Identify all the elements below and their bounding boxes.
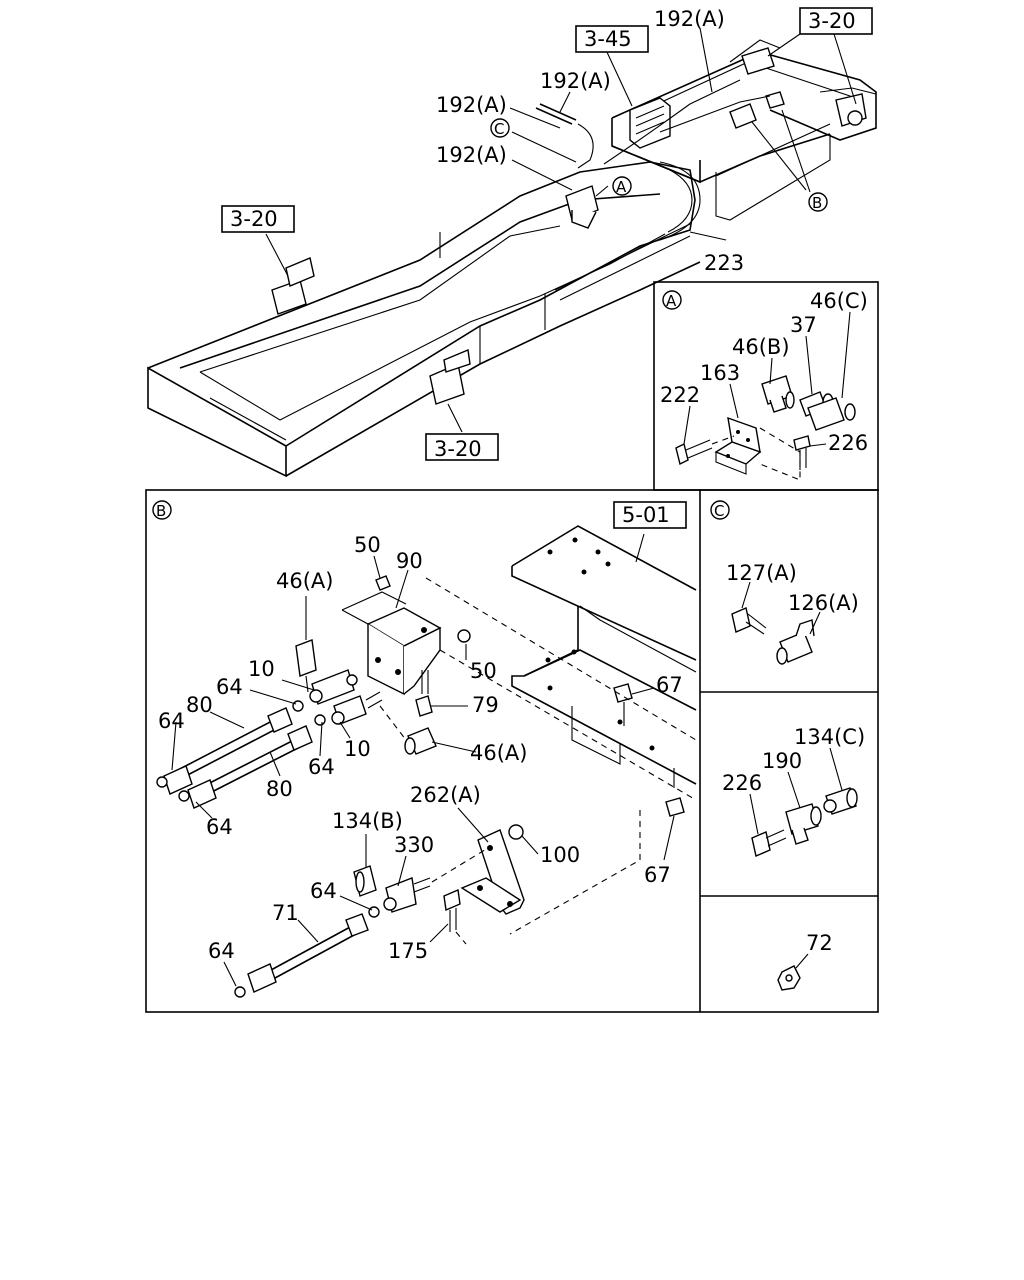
chassis-frame-drawing (147, 39, 877, 478)
overview-leader-lines (265, 27, 857, 433)
detail-e: 72 (777, 931, 833, 991)
label-175: 175 (388, 939, 428, 963)
detail-c-marker: C (714, 502, 724, 520)
label-64-c: 64 (308, 755, 335, 779)
label-64-f: 64 (208, 939, 235, 963)
label-67-top: 67 (656, 673, 683, 697)
callout-223: 223 (704, 251, 744, 275)
label-79: 79 (472, 693, 499, 717)
marker-b: B (812, 194, 822, 212)
label-37: 37 (790, 313, 817, 337)
label-330: 330 (394, 833, 434, 857)
ref-5-01: 5-01 (622, 503, 670, 527)
label-80-a: 80 (186, 693, 213, 717)
label-262a: 262(A) (410, 783, 481, 807)
label-46a-top: 46(A) (276, 569, 333, 593)
label-126a: 126(A) (788, 591, 859, 615)
ref-3-20-bottom: 3-20 (434, 437, 482, 461)
ref-3-20-top: 3-20 (808, 9, 856, 33)
label-90: 90 (396, 549, 423, 573)
label-46a-bottom: 46(A) (470, 741, 527, 765)
label-64-b: 64 (158, 709, 185, 733)
label-226-a: 226 (828, 431, 868, 455)
label-10-top: 10 (248, 657, 275, 681)
label-190: 190 (762, 749, 802, 773)
callout-192a-3: 192(A) (436, 93, 507, 117)
label-64-e: 64 (310, 879, 337, 903)
overview-callouts: 192(A) 192(A) 192(A) 192(A) 223 3-45 3-2… (221, 7, 873, 461)
label-64-a: 64 (216, 675, 243, 699)
detail-a-marker: A (666, 292, 677, 310)
detail-b: B 5-01 (152, 500, 697, 998)
detail-b-marker: B (156, 502, 166, 520)
label-134c: 134(C) (794, 725, 865, 749)
label-226-d: 226 (722, 771, 762, 795)
label-222: 222 (660, 383, 700, 407)
label-80-b: 80 (266, 777, 293, 801)
detail-d: 134(C) 190 226 (722, 725, 865, 857)
panel-borders (145, 281, 879, 1013)
label-71: 71 (272, 901, 299, 925)
label-72: 72 (806, 931, 833, 955)
label-50-top: 50 (354, 533, 381, 557)
label-127a: 127(A) (726, 561, 797, 585)
callout-192a-4: 192(A) (436, 143, 507, 167)
label-50-bottom: 50 (470, 659, 497, 683)
marker-c: C (494, 120, 504, 138)
ref-3-20-left: 3-20 (230, 207, 278, 231)
label-64-d: 64 (206, 815, 233, 839)
label-67-bottom: 67 (644, 863, 671, 887)
label-134b: 134(B) (332, 809, 403, 833)
marker-a: A (616, 178, 627, 196)
label-46c: 46(C) (810, 289, 868, 313)
ref-3-45: 3-45 (584, 27, 632, 51)
label-10-bottom: 10 (344, 737, 371, 761)
detail-a: A 46(C) 37 46(B) (660, 289, 868, 481)
label-100: 100 (540, 843, 580, 867)
callout-192a-1: 192(A) (654, 7, 725, 31)
label-163: 163 (700, 361, 740, 385)
detail-c: C 127(A) 126(A) (710, 500, 859, 665)
label-46b: 46(B) (732, 335, 790, 359)
callout-192a-2: 192(A) (540, 69, 611, 93)
